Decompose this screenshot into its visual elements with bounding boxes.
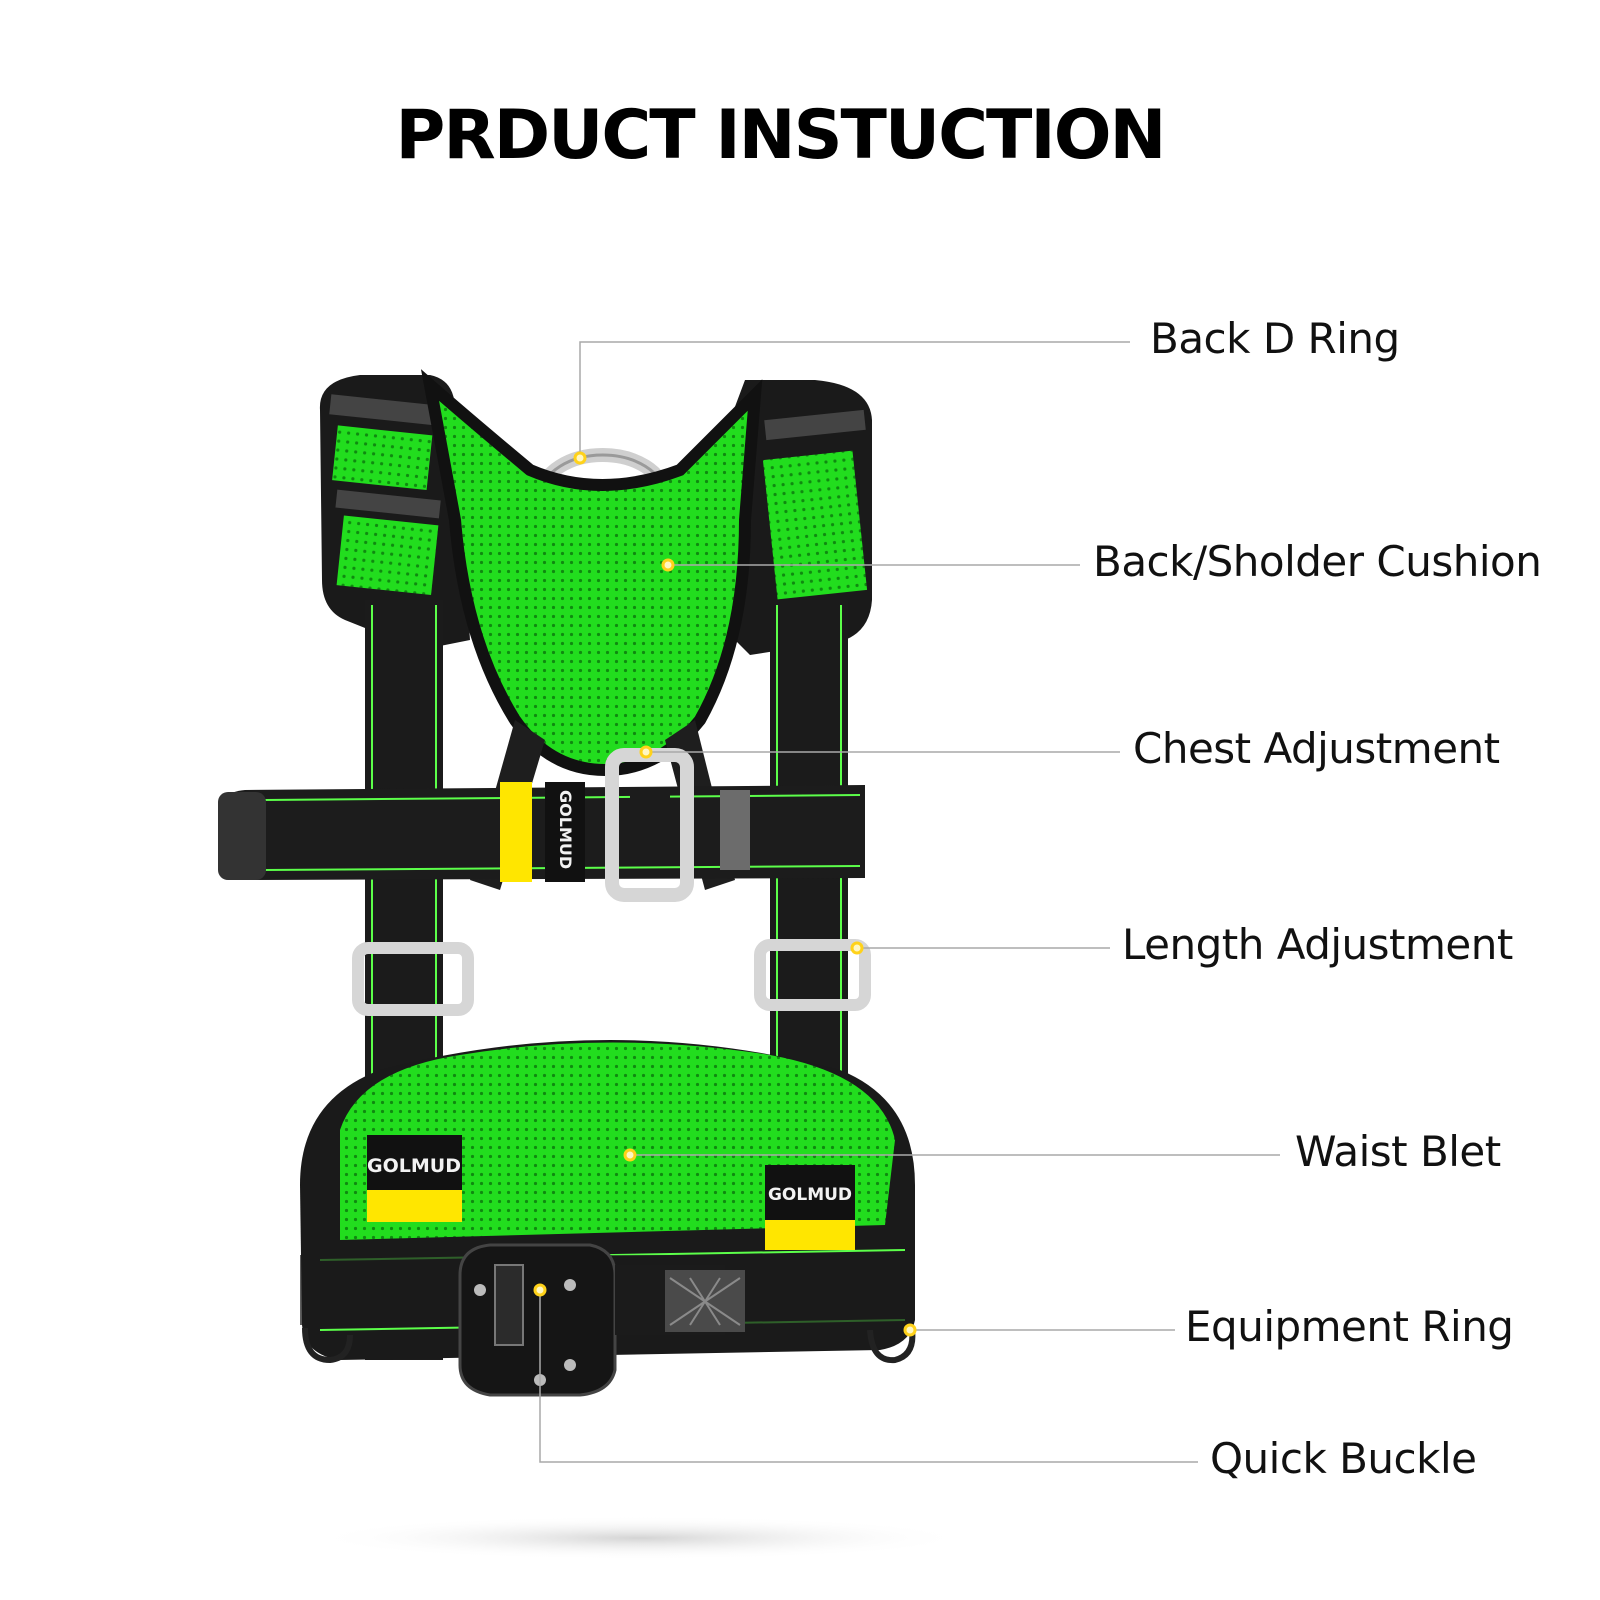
waist-belt-marker	[623, 1148, 637, 1162]
length-adjustment-marker	[850, 941, 864, 955]
equipment-ring-label: Equipment Ring	[1185, 1302, 1514, 1351]
brand-logo-chest: GOLMUD	[556, 790, 575, 869]
chest-adjustment-marker	[639, 745, 653, 759]
waist-belt-label: Waist Blet	[1295, 1127, 1501, 1176]
equipment-ring-left	[302, 1327, 353, 1364]
length-adjustment-label: Length Adjustment	[1122, 920, 1513, 969]
back-d-ring-leader-line	[579, 341, 1130, 458]
callout-leaders	[533, 341, 1280, 1463]
quick-buckle-marker	[533, 1283, 547, 1297]
back-d-ring-marker	[573, 451, 587, 465]
left-shoulder-pad	[319, 375, 470, 650]
ground-shadow	[310, 1516, 970, 1560]
back-mesh-cushion	[420, 369, 763, 777]
equipment-ring-right	[867, 1329, 916, 1364]
back-shoulder-cushion-marker	[661, 558, 675, 572]
quick-buckle	[458, 1243, 745, 1397]
back-d-ring-label: Back D Ring	[1150, 314, 1400, 363]
back-shoulder-cushion-label: Back/Sholder Cushion	[1093, 537, 1542, 586]
left-length-buckle	[352, 942, 474, 1016]
chest-strap	[218, 748, 865, 902]
right-shoulder-pad	[730, 380, 872, 655]
right-length-buckle	[754, 939, 871, 1011]
quick-buckle-leader-line	[539, 1290, 1198, 1463]
equipment-ring-marker	[903, 1323, 917, 1337]
brand-logo-left: GOLMUD	[367, 1155, 461, 1177]
brand-logo-right: GOLMUD	[768, 1185, 852, 1205]
quick-buckle-label: Quick Buckle	[1210, 1434, 1477, 1483]
page-title: PRDUCT INSTUCTION	[395, 96, 1167, 175]
chest-adjustment-label: Chest Adjustment	[1133, 724, 1500, 773]
